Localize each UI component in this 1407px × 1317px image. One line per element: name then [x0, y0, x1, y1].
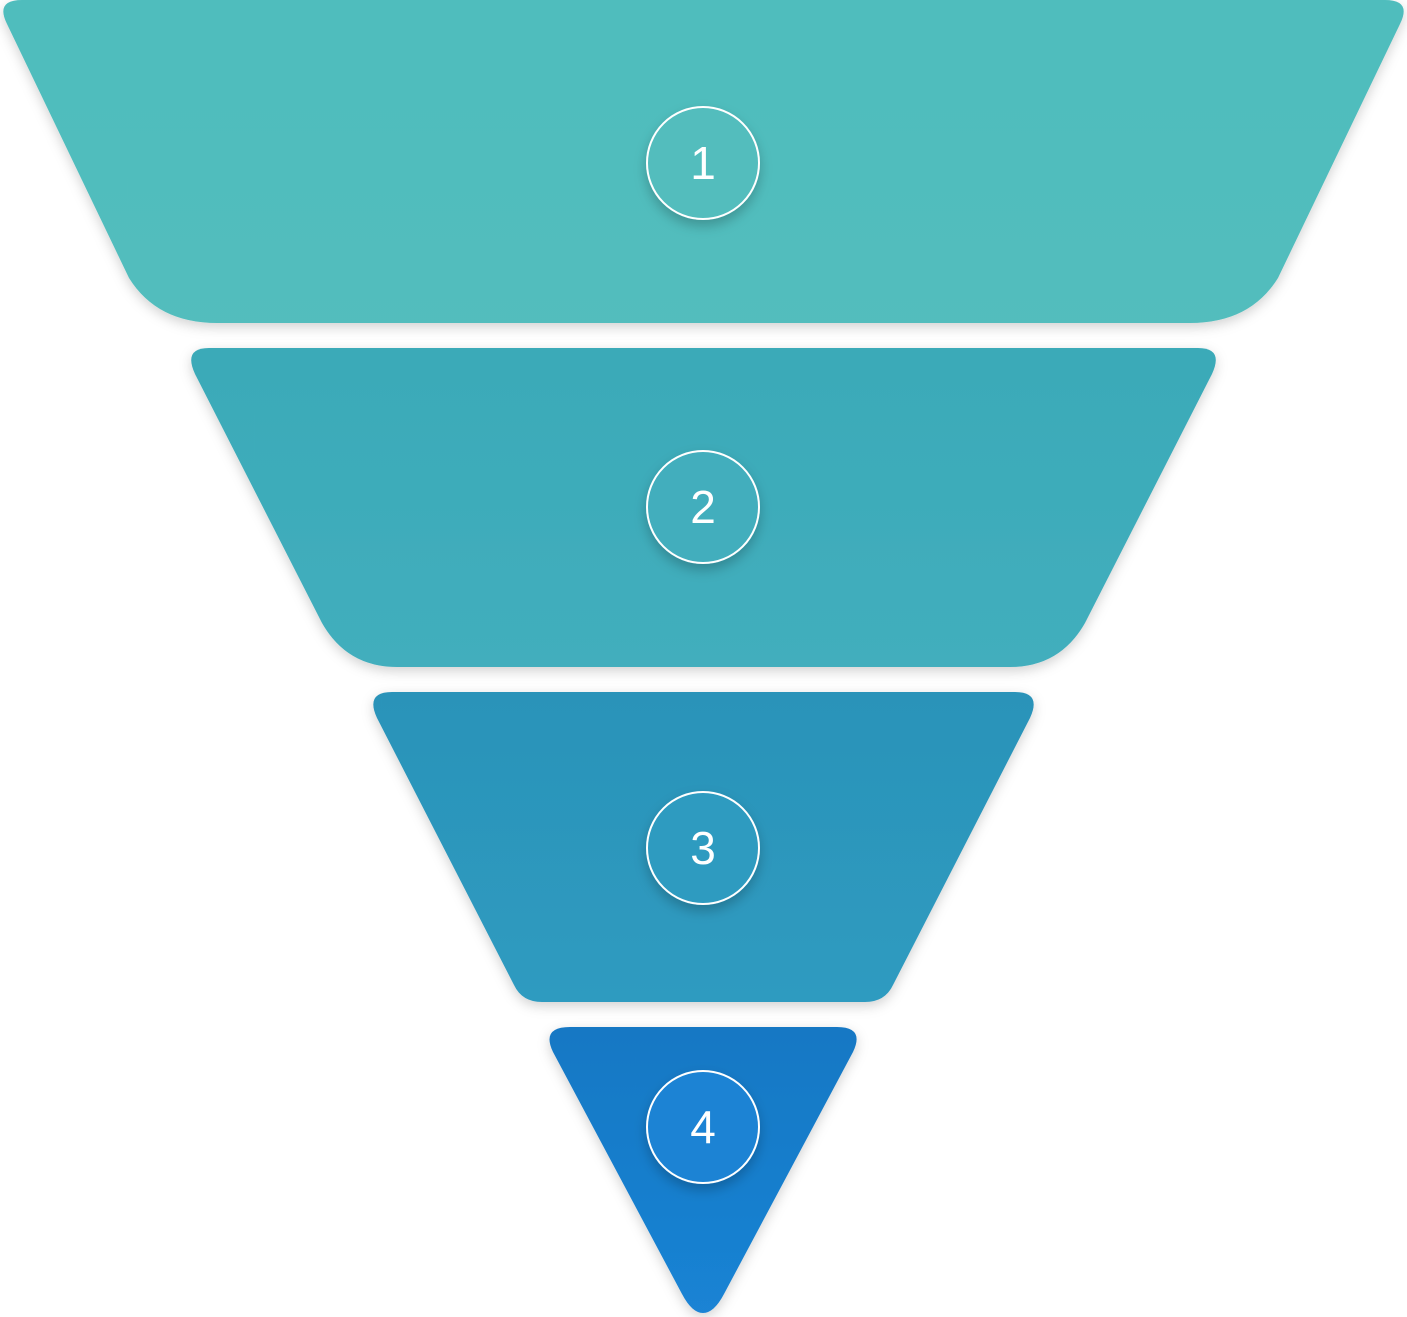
stage-2-number: 2: [690, 481, 716, 533]
stage-4-number: 4: [690, 1101, 716, 1153]
stage-4-badge-ring: [646, 1070, 760, 1184]
funnel-stage-2: 2: [191, 348, 1216, 667]
stage-2-badge-ring: [646, 450, 760, 564]
stage-1-number: 1: [690, 137, 716, 189]
funnel-stage-4: 4: [549, 1027, 857, 1313]
stage-1-badge-ring: [646, 106, 760, 220]
stage-3-number: 3: [690, 822, 716, 874]
funnel-stage-1: 1: [3, 0, 1404, 323]
funnel-stage-3: 3: [373, 692, 1034, 1002]
stage-3-badge-ring: [646, 791, 760, 905]
